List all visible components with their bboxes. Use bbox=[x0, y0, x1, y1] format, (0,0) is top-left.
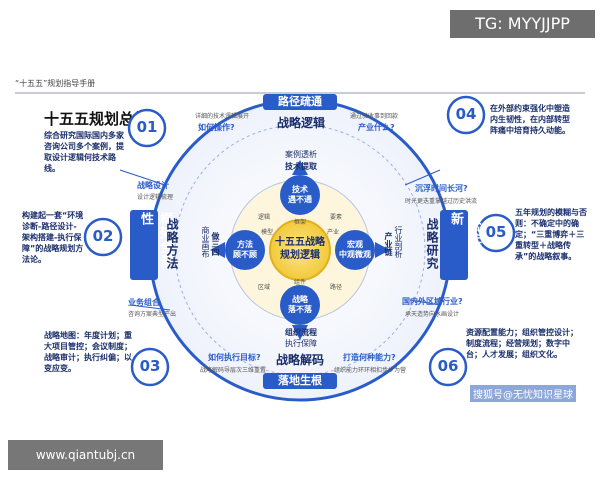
node-bottom bbox=[280, 285, 320, 325]
section-text-05: 五年规划的模糊与否则：不确定中的确定；“三重博弈＋三重转型＋战略传承”的战略叙事… bbox=[515, 208, 587, 261]
q1-note: 详细的技术逻辑展开 bbox=[195, 113, 250, 120]
middle-ring bbox=[174, 124, 426, 376]
tg-watermark: TG: MYYJJPP bbox=[450, 10, 595, 38]
q1: 如何操作? bbox=[198, 123, 235, 132]
node-right bbox=[335, 230, 375, 270]
ring-tl: 逻辑 bbox=[258, 214, 271, 221]
header-divider bbox=[15, 92, 585, 94]
q4-note: 通过验收事到回款 bbox=[350, 113, 399, 120]
q3: 如何执行目标? bbox=[208, 353, 261, 362]
section-num-04: 04 bbox=[455, 105, 477, 123]
sub-bottom-2: 执行保障 bbox=[285, 339, 317, 348]
ring-bottom-small: 组件 bbox=[293, 279, 306, 286]
q3-note: 战略解码导层次三维重置 bbox=[200, 367, 267, 374]
corner-left-box bbox=[130, 210, 158, 280]
sub-left-2: 做三四 bbox=[211, 232, 220, 256]
center-circle bbox=[269, 219, 331, 281]
label-bottom: 战略解码 bbox=[275, 353, 324, 367]
section-text-02: 构建起一套“环境诊断-路径设计-架构搭建-执行保障”的战略规划方法论。 bbox=[22, 211, 84, 264]
section-text-06: 资源配置能力；组织管控设计；制度流程；经营规划；数字中台；人才发展；组织文化。 bbox=[466, 328, 578, 359]
node-right-text: 宏观中观微观 bbox=[339, 240, 371, 259]
ring-tr: 要素 bbox=[330, 214, 343, 221]
node-left-text: 方法顾不顾 bbox=[233, 240, 257, 259]
q-long-note: 时光更迭重掌越过历史洪流 bbox=[405, 198, 478, 205]
handbook-label: “十五五”规划指导手册 bbox=[15, 79, 96, 88]
label-right: 战略研究 bbox=[425, 218, 439, 270]
tag-bottom: 落地生根 bbox=[263, 373, 337, 389]
ring-br: 路径 bbox=[330, 284, 343, 291]
section-num-02: 02 bbox=[92, 227, 114, 245]
sub-top-2: 技术提取 bbox=[285, 162, 317, 171]
q6: 打造何种能力? bbox=[343, 353, 396, 362]
label-left: 战略方法 bbox=[165, 218, 179, 270]
q-design: 战略设计 bbox=[137, 181, 169, 190]
ring-left-small: 模型 bbox=[261, 229, 274, 236]
section-num-01: 01 bbox=[136, 118, 158, 136]
node-top bbox=[280, 175, 320, 215]
section-num-03: 03 bbox=[139, 357, 161, 375]
q4: 产业什么? bbox=[358, 123, 395, 132]
sub-top-1: 案例透析 bbox=[285, 150, 317, 159]
q-intl-note: 承天造势向水画设计 bbox=[405, 311, 460, 318]
node-bottom-text: 战略落不落 bbox=[288, 295, 312, 314]
corner-right-box bbox=[440, 210, 468, 280]
sub-right: 行业剖析 bbox=[394, 226, 403, 258]
node-top-text: 技术遇不通 bbox=[288, 185, 312, 204]
ring-top-small: 框架 bbox=[293, 219, 306, 226]
q-design-note: 设计逻辑梳理 bbox=[137, 194, 174, 201]
url-watermark: www.qiantubj.cn bbox=[8, 440, 163, 470]
q-biz: 业务组合 bbox=[128, 298, 160, 307]
q-intl: 国内外区域行业? bbox=[402, 297, 463, 306]
center-text: 十五五战略规划逻辑 bbox=[275, 237, 325, 261]
sub-right-2: 产业链 bbox=[384, 232, 393, 256]
section-num-06: 06 bbox=[437, 357, 459, 375]
section-text-03: 战略地图：年度计划；重大项目管控；会议制度；战略审计；执行纠偏；以变应变。 bbox=[44, 331, 132, 373]
sohu-watermark: 搜狐号@无忧知识星球 bbox=[470, 385, 576, 402]
page-title: 十五五规划总纲 bbox=[44, 110, 150, 128]
ring-bl: 区域 bbox=[258, 284, 271, 291]
sub-left: 商业画布 bbox=[201, 226, 210, 258]
corner-right-text: 转型与创新 bbox=[448, 212, 482, 268]
label-top: 战略逻辑 bbox=[276, 116, 325, 130]
section-num-05: 05 bbox=[485, 223, 507, 241]
q-biz-note: 咨询方案典型产出 bbox=[128, 311, 177, 318]
tag-top: 路径疏通 bbox=[263, 94, 337, 110]
q6-note: 组织能力环环相扣步步为营 bbox=[334, 367, 407, 374]
section-text-04: 在外部约束强化中塑造内生韧性，在内部转型阵痛中培育持久动能。 bbox=[490, 104, 570, 135]
ring-right-small: 产业 bbox=[327, 229, 340, 236]
section-text-01: 综合研究国际国内多家咨询公司多个案例，提取设计逻辑何技术路线。 bbox=[44, 131, 124, 173]
corner-left-text: 框架全景性 bbox=[138, 212, 172, 268]
node-left bbox=[225, 230, 265, 270]
sub-bottom-1: 组织流程 bbox=[285, 328, 317, 337]
q-long: 沉浮时间长河? bbox=[415, 184, 468, 193]
